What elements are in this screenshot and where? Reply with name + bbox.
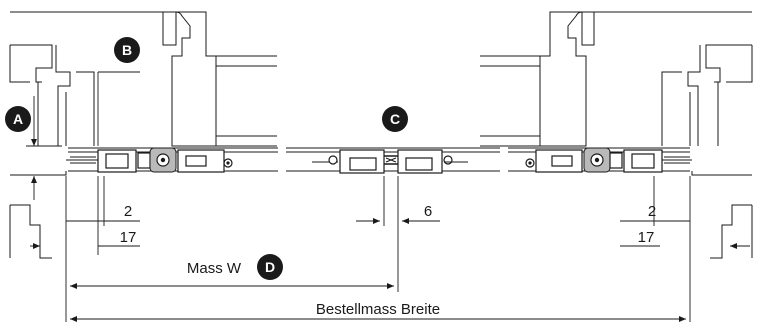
svg-text:C: C xyxy=(390,111,400,127)
mass-w-label: Mass W xyxy=(187,260,242,277)
order-width-label: Bestellmass Breite xyxy=(316,301,440,318)
left-dimension-lines xyxy=(30,176,140,322)
dimension-a xyxy=(26,96,62,200)
right-gap-label: 2 xyxy=(648,203,656,220)
left-offset-label: 17 xyxy=(120,229,137,246)
dimension-b xyxy=(97,71,140,255)
left-profile xyxy=(66,147,233,173)
svg-text:B: B xyxy=(122,42,132,58)
right-offset-label: 17 xyxy=(638,229,655,246)
callout-c: C xyxy=(382,106,408,132)
right-profile xyxy=(525,147,692,173)
svg-text:D: D xyxy=(265,259,275,275)
right-frame xyxy=(480,11,753,147)
callout-b: B xyxy=(114,37,140,63)
center-dimension-lines xyxy=(356,176,440,292)
svg-text:A: A xyxy=(13,111,23,127)
left-gap-label: 2 xyxy=(124,203,132,220)
left-frame xyxy=(9,11,277,147)
right-dimension-lines xyxy=(620,176,750,322)
callout-a: A xyxy=(5,106,31,132)
center-profile xyxy=(312,149,468,174)
wall-steps xyxy=(9,204,753,259)
callout-d: D xyxy=(257,254,283,280)
center-gap-label: 6 xyxy=(424,203,432,220)
